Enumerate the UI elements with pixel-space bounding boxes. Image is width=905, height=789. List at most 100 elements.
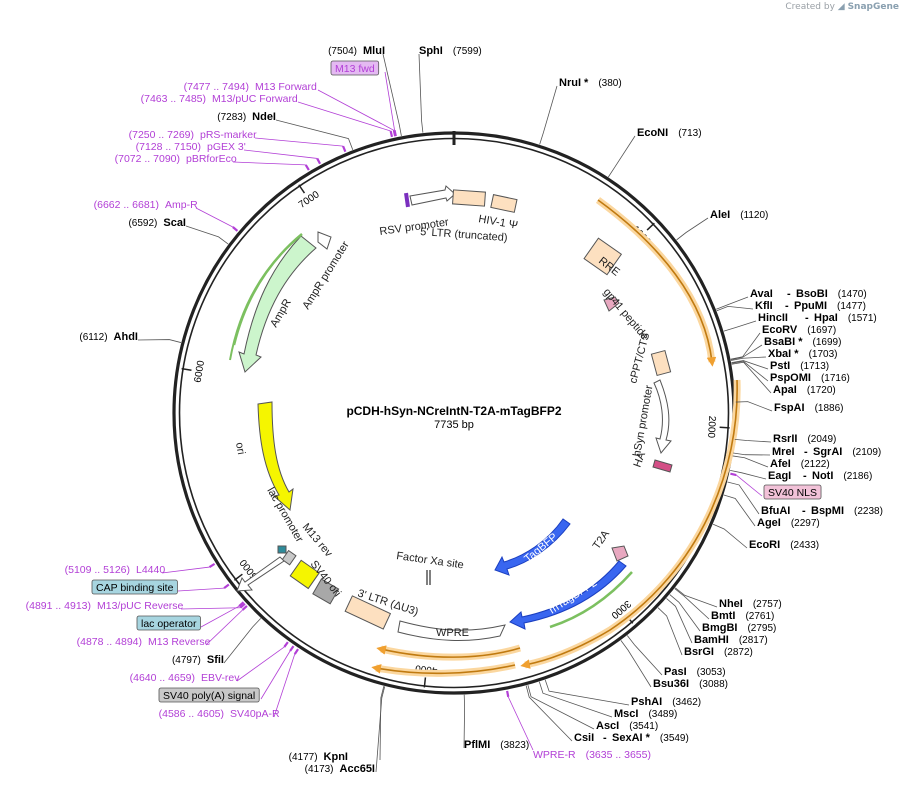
enzyme-site[interactable]: -SgrAI(2109) (804, 446, 881, 458)
enzyme-name: NruI * (559, 77, 589, 89)
feature-lac-promoter[interactable] (236, 556, 285, 592)
enzyme-name: PstI (770, 360, 790, 372)
feature-hiv1-psi[interactable] (490, 194, 518, 213)
primer-site[interactable]: (7072 .. 7090)pBRforEco (115, 153, 310, 171)
feature-ampr-promoter[interactable] (317, 231, 332, 250)
enzyme-site[interactable]: AfeI(2122) (732, 455, 830, 470)
enzyme-site[interactable]: CsiI (525, 685, 594, 744)
primer-site[interactable]: CAP binding site (91, 579, 230, 595)
enzyme-site[interactable]: BsaBI *(1699) (730, 336, 842, 360)
enzyme-site[interactable]: SphI(7599) (418, 45, 482, 133)
primer-site[interactable]: SV40 poly(A) signal (158, 645, 295, 703)
credit-brand: SnapGene (847, 2, 899, 12)
primer-site[interactable]: (4586 .. 4605)SV40pA-R (159, 648, 299, 720)
enzyme-site[interactable]: (7504)MluI (328, 45, 402, 137)
feature-rre[interactable] (583, 237, 623, 276)
primer-site[interactable]: (7128 .. 7150)pGEX 3' (136, 141, 322, 165)
primer-site[interactable]: lac operator (136, 601, 245, 631)
feature-rsv-promoter[interactable] (409, 185, 456, 206)
enzyme-site[interactable]: NheI(2757) (675, 587, 782, 610)
enzyme-site[interactable]: AscI(3541) (527, 685, 658, 732)
feature-sv40-yellow[interactable] (289, 559, 320, 590)
primer-site[interactable]: (4878 .. 4894)M13 Reverse (77, 605, 248, 648)
feature-ori[interactable] (257, 401, 294, 511)
enzyme-site[interactable]: PshAI(3462) (544, 679, 701, 708)
enzyme-site[interactable]: PflMI(3823) (463, 694, 529, 751)
enzyme-site[interactable]: (4797)SfiI (172, 618, 262, 666)
enzyme-site[interactable]: AleI(1120) (676, 209, 769, 241)
enzyme-site[interactable]: PspOMI(1716) (731, 360, 850, 384)
label-wpre: WPRE (436, 627, 469, 639)
primer-name: WPRE-R (533, 749, 576, 761)
feature-3ltr[interactable] (344, 595, 392, 630)
feature-ha[interactable] (652, 459, 673, 473)
primer-site[interactable]: M13 fwd (330, 60, 397, 137)
primer-site[interactable]: (4640 .. 4659)EBV-rev (130, 641, 289, 684)
primer-site[interactable]: (6662 .. 6681)Amp-R (94, 199, 239, 232)
enzyme-site[interactable]: PasI(3053) (626, 635, 726, 678)
enzyme-site[interactable]: -BspMI(2238) (802, 505, 883, 517)
enzyme-site[interactable]: (7283)NdeI (217, 111, 354, 150)
feature-t2a[interactable] (611, 545, 629, 562)
enzyme-site[interactable]: EcoNI(713) (608, 127, 702, 178)
enzyme-leader (525, 685, 573, 742)
enzyme-position: (1120) (740, 210, 768, 221)
primer-site[interactable]: (5109 .. 5126)L4440 (65, 562, 216, 576)
enzyme-site[interactable]: BmgBI(2795) (669, 594, 777, 634)
feature-mtagbfp2[interactable] (509, 560, 627, 630)
enzyme-site[interactable]: XbaI *(1703) (730, 348, 837, 361)
primer-site[interactable]: (7250 .. 7269)pRS-marker (129, 129, 347, 153)
enzyme-site[interactable]: (6592)ScaI (128, 217, 229, 245)
enzyme-site[interactable]: MscI(3489) (538, 681, 677, 720)
feature-cap-site[interactable] (277, 545, 287, 554)
enzyme-site[interactable]: (6112)AhdI (79, 331, 182, 343)
feature-5ltr[interactable] (452, 189, 486, 207)
enzyme-site[interactable]: BamHI(2817) (666, 598, 768, 646)
enzyme-site[interactable]: EagI (730, 469, 791, 482)
enzyme-site[interactable]: -HpaI(1571) (805, 312, 877, 324)
enzyme-site[interactable]: Bsu36I(3088) (620, 640, 728, 690)
enzyme-name: AgeI (757, 517, 781, 529)
enzyme-site[interactable]: (4173)Acc65I (305, 686, 386, 775)
enzyme-site[interactable]: ApaI(1720) (731, 361, 836, 396)
enzyme-site[interactable]: FspAI(1886) (735, 401, 844, 414)
enzyme-site[interactable]: -BsoBI(1470) (787, 288, 867, 300)
enzyme-site[interactable]: PstI(1713) (731, 360, 829, 372)
feature-hsyn-promoter[interactable] (653, 379, 672, 455)
enzyme-site[interactable]: HincII (723, 312, 788, 332)
enzyme-site[interactable]: NruI *(380) (539, 77, 622, 145)
primer-mark (293, 648, 299, 655)
enzyme-site[interactable]: EcoRI(2433) (712, 523, 819, 551)
primer-site[interactable]: SV40 NLS (730, 472, 822, 500)
enzyme-site[interactable]: BmtI(2761) (674, 588, 775, 622)
enzyme-site[interactable]: -SexAI *(3549) (603, 732, 689, 744)
enzyme-site[interactable]: KflI (716, 300, 773, 312)
feature-tagbfp[interactable] (494, 518, 571, 576)
enzyme-name: HincII (758, 312, 788, 324)
primer-site[interactable]: (7477 .. 7494)M13 Forward (184, 81, 397, 137)
primer-site[interactable]: (7463 .. 7485)M13/pUC Forward (141, 93, 394, 138)
feature-ampr[interactable] (238, 235, 317, 373)
feature-gp41[interactable] (603, 296, 620, 312)
enzyme-site[interactable]: AvaI (716, 288, 773, 310)
enzyme-site[interactable]: BsrGI(2872) (657, 607, 753, 658)
feature-wpre[interactable] (397, 620, 506, 641)
enzyme-site[interactable]: AgeI(2297) (723, 494, 820, 529)
primer-site[interactable]: (3635 .. 3655)WPRE-R (506, 690, 651, 761)
enzyme-site[interactable]: RsrII(2049) (734, 433, 837, 445)
enzyme-dash: - (802, 505, 806, 517)
enzyme-site[interactable]: MreI (733, 446, 795, 458)
enzyme-position: (1477) (837, 301, 866, 312)
primer-leader (317, 89, 395, 131)
enzyme-site[interactable]: (4177)KpnI (289, 686, 385, 763)
primer-site[interactable]: (4891 .. 4913)M13/pUC Reverse (26, 600, 246, 612)
feature-m13-rev[interactable] (281, 549, 297, 566)
enzyme-site[interactable]: EcoRV(1697) (730, 324, 836, 360)
enzyme-leader (379, 686, 385, 761)
enzyme-site[interactable]: -PpuMI(1477) (785, 300, 866, 312)
feature-cppt[interactable] (650, 349, 672, 377)
enzyme-site[interactable]: -NotI(2186) (803, 470, 872, 482)
enzyme-site[interactable]: BfuAI (727, 481, 790, 517)
feature-sv40-ori[interactable] (312, 578, 340, 605)
